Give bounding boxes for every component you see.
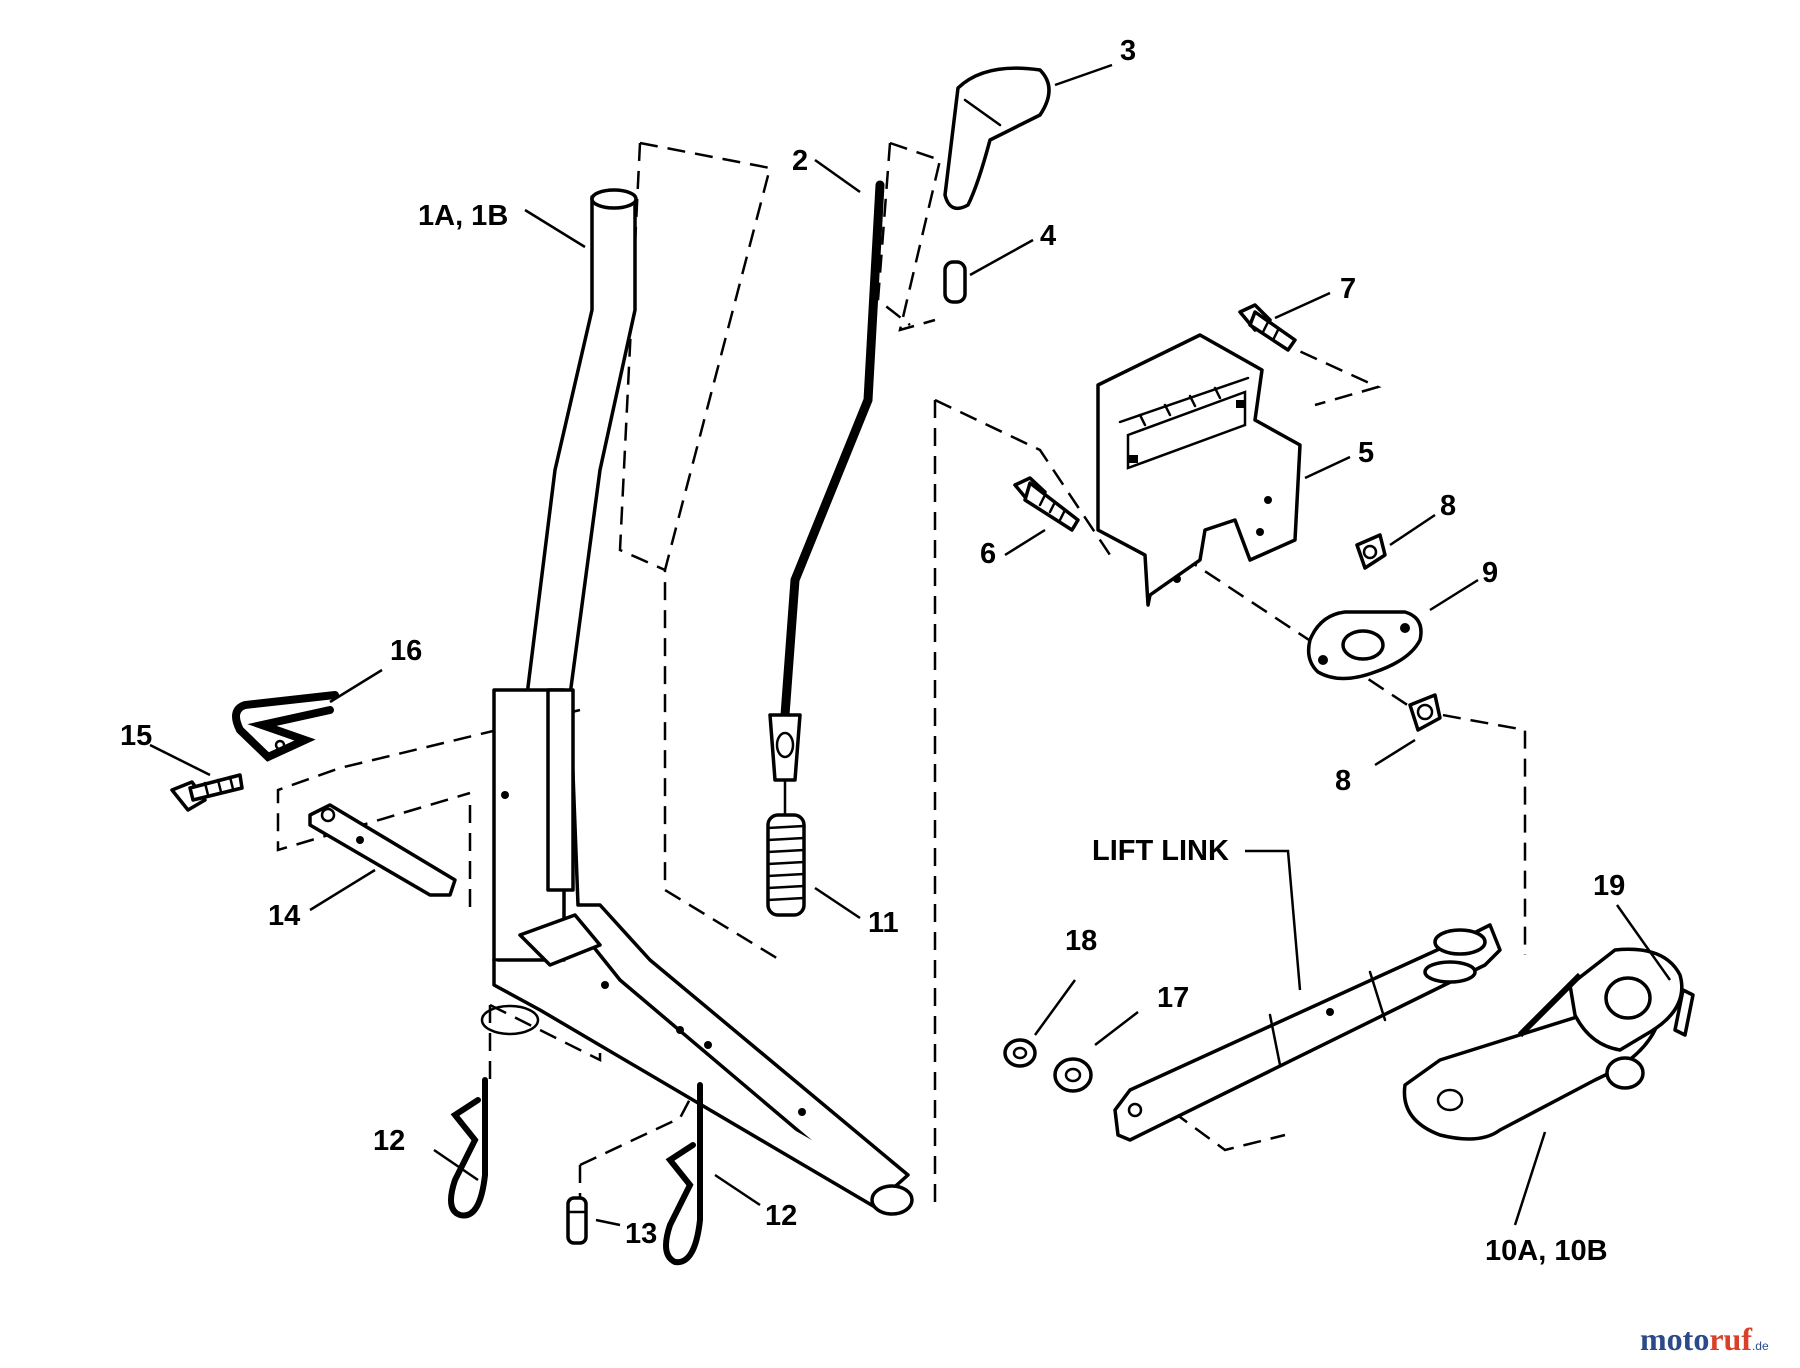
- assembly-dashed-lines: [276, 141, 1527, 1210]
- flange-bearing-part: [1306, 610, 1423, 681]
- callout-9: 9: [1482, 557, 1498, 589]
- cotter-pin-part: [1673, 988, 1695, 1037]
- callout-8-lower: 8: [1335, 765, 1351, 797]
- lift-link-part: [1113, 923, 1502, 1142]
- callout-19: 19: [1593, 870, 1625, 902]
- nut-8-lower-part: [1408, 693, 1442, 732]
- callout-6: 6: [980, 538, 996, 570]
- motoruf-watermark: motoruf.de: [1640, 1321, 1769, 1357]
- callout-labels: 1A, 1B 2 3 4 5 6 7 8 8 9 10A, 10B 11 12 …: [120, 35, 1625, 1267]
- shift-lever-part: [480, 188, 914, 1216]
- callout-1: 1A, 1B: [418, 200, 508, 232]
- bell-crank-part: [1402, 947, 1684, 1141]
- washer-17-part: [1053, 1057, 1093, 1093]
- spring-part: [766, 778, 806, 917]
- rod-part: [768, 180, 885, 782]
- callout-8-upper: 8: [1440, 490, 1456, 522]
- washer-18-part: [1003, 1038, 1037, 1068]
- callout-10: 10A, 10B: [1485, 1235, 1608, 1267]
- small-pin-part: [566, 1196, 588, 1245]
- hairpin-clip-right-part: [663, 1082, 703, 1266]
- callout-16: 16: [390, 635, 422, 667]
- callout-3: 3: [1120, 35, 1136, 67]
- callout-14: 14: [268, 900, 300, 932]
- callout-11: 11: [868, 907, 899, 939]
- bolt-7-part: [1238, 303, 1297, 352]
- callout-7: 7: [1340, 273, 1356, 305]
- callout-17: 17: [1157, 982, 1189, 1014]
- lift-link-label: LIFT LINK: [1092, 835, 1229, 867]
- callout-12-right: 12: [765, 1200, 797, 1232]
- callout-4: 4: [1040, 220, 1056, 252]
- u-clip-part: [232, 691, 339, 762]
- bolt-6-part: [1013, 476, 1080, 532]
- callout-12-left: 12: [373, 1125, 405, 1157]
- pin-part: [943, 260, 967, 304]
- nut-8-upper-part: [1355, 533, 1387, 570]
- callout-13: 13: [625, 1218, 657, 1250]
- hairpin-clip-left-part: [448, 1077, 488, 1219]
- watermark-ruf: ruf: [1709, 1321, 1752, 1357]
- screw-part: [170, 773, 244, 812]
- callout-5: 5: [1358, 437, 1374, 469]
- svg-text:motoruf.de: motoruf.de: [1640, 1321, 1769, 1357]
- callout-15: 15: [120, 720, 152, 752]
- leader-lines: [149, 63, 1672, 1227]
- bracket-part: [1096, 333, 1302, 607]
- callout-2: 2: [792, 145, 808, 177]
- callout-18: 18: [1065, 925, 1097, 957]
- watermark-tld: .de: [1752, 1339, 1769, 1353]
- slide-plate-part: [308, 803, 457, 897]
- watermark-moto: moto: [1640, 1321, 1709, 1357]
- knob-part: [943, 66, 1051, 211]
